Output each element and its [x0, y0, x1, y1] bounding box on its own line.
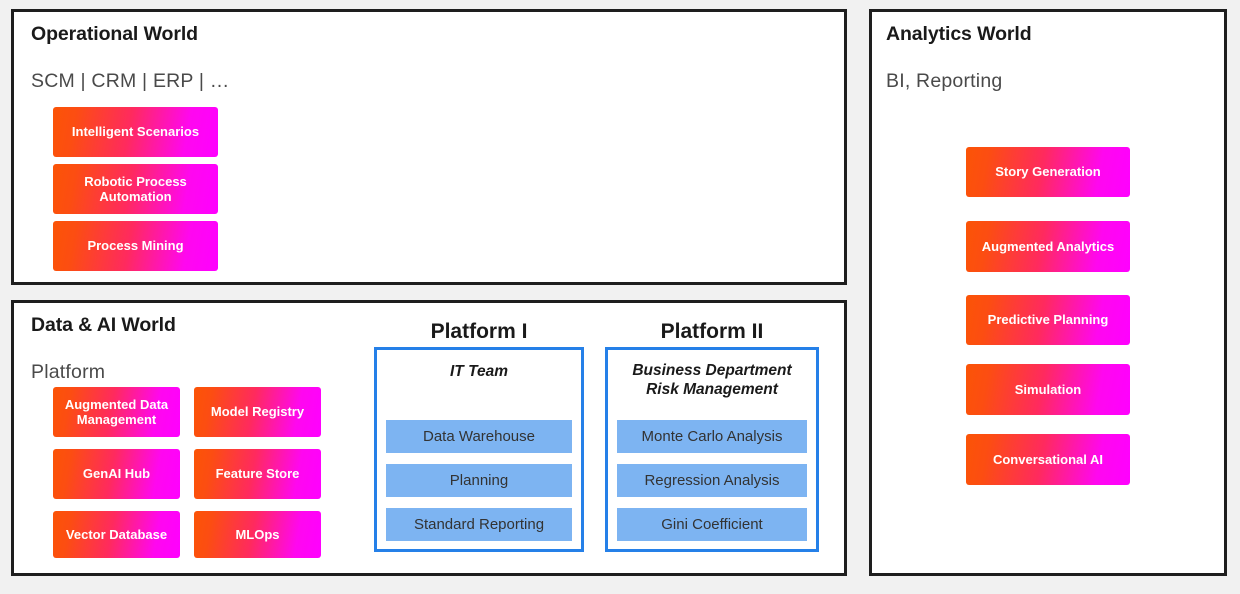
platform-2-item-monte-carlo-analysis[interactable]: Monte Carlo Analysis	[617, 420, 807, 453]
platform-1-item-standard-reporting[interactable]: Standard Reporting	[386, 508, 572, 541]
panel-title-operational-world: Operational World	[31, 23, 198, 45]
chip-conversational-ai[interactable]: Conversational AI	[966, 434, 1130, 485]
chip-augmented-analytics[interactable]: Augmented Analytics	[966, 221, 1130, 272]
chip-feature-store[interactable]: Feature Store	[194, 449, 321, 499]
heading-platform-1: Platform I	[430, 320, 528, 343]
platform-1-item-planning[interactable]: Planning	[386, 464, 572, 497]
panel-analytics-world: Analytics World BI, Reporting	[869, 9, 1227, 576]
chip-predictive-planning[interactable]: Predictive Planning	[966, 295, 1130, 345]
platform-2-item-gini-coefficient[interactable]: Gini Coefficient	[617, 508, 807, 541]
chip-mlops[interactable]: MLOps	[194, 511, 321, 558]
panel-subtitle-analytics-world: BI, Reporting	[886, 70, 1003, 92]
chip-vector-database[interactable]: Vector Database	[53, 511, 180, 558]
panel-subtitle-operational-world: SCM | CRM | ERP | …	[31, 70, 230, 92]
chip-augmented-data-management[interactable]: Augmented Data Management	[53, 387, 180, 437]
platform-2-owner-line-1: Business Department	[632, 362, 792, 379]
platform-2-item-regression-analysis[interactable]: Regression Analysis	[617, 464, 807, 497]
panel-subtitle-data-ai-world: Platform	[31, 361, 106, 383]
chip-process-mining[interactable]: Process Mining	[53, 221, 218, 271]
panel-title-analytics-world: Analytics World	[886, 23, 1032, 45]
heading-platform-2: Platform II	[660, 320, 764, 343]
platform-2-owner-line-2: Risk Management	[646, 380, 778, 398]
platform-2-owner: Business Department Risk Management	[608, 362, 816, 400]
chip-genai-hub[interactable]: GenAI Hub	[53, 449, 180, 499]
chip-simulation[interactable]: Simulation	[966, 364, 1130, 415]
chip-story-generation[interactable]: Story Generation	[966, 147, 1130, 197]
panel-title-data-ai-world: Data & AI World	[31, 314, 176, 336]
chip-model-registry[interactable]: Model Registry	[194, 387, 321, 437]
platform-1-owner: IT Team	[450, 363, 508, 380]
platform-1-item-data-warehouse[interactable]: Data Warehouse	[386, 420, 572, 453]
chip-robotic-process-automation[interactable]: Robotic Process Automation	[53, 164, 218, 214]
chip-intelligent-scenarios[interactable]: Intelligent Scenarios	[53, 107, 218, 157]
